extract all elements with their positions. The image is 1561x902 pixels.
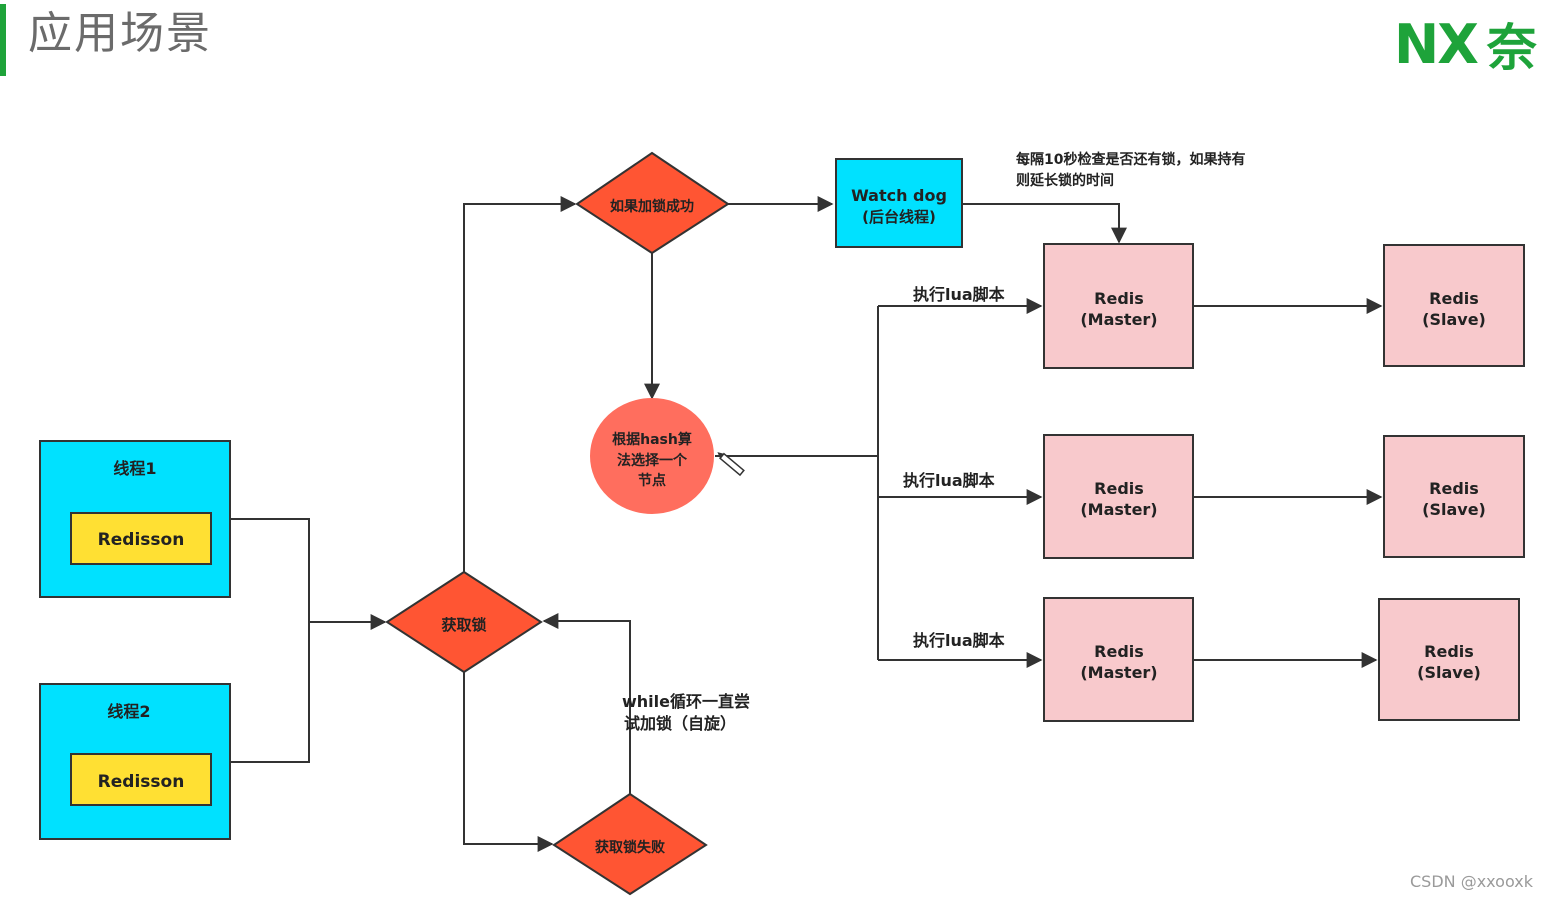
redisson2-label: Redisson	[98, 772, 185, 792]
lock-success-label: 如果加锁成功	[610, 198, 694, 215]
master1-line2: (Master)	[1080, 310, 1157, 329]
lock-fail-label: 获取锁失败	[595, 839, 666, 856]
edge-fail-retry	[542, 613, 631, 794]
pencil-cursor-icon	[717, 452, 745, 477]
master3-line1: Redis	[1094, 642, 1144, 661]
watchdog-box: Watch dog (后台线程)	[835, 158, 963, 248]
redisson1-box	[70, 512, 212, 565]
retry-note-line2: 试加锁（自旋）	[624, 714, 736, 733]
redisson2-box	[70, 753, 212, 806]
lua-label-2: 执行lua脚本	[903, 471, 995, 490]
edge-thread1-acquire	[230, 518, 310, 622]
edge-watchdog-master	[962, 203, 1127, 244]
thread2-box: 线程2 Redisson	[39, 683, 231, 840]
watchdog-line2: (后台线程)	[862, 208, 936, 226]
master3-line2: (Master)	[1080, 663, 1157, 682]
hash-node-line2: 法选择一个	[617, 452, 688, 469]
redis-slave-3: Redis (Slave)	[1378, 598, 1520, 721]
master2-line1: Redis	[1094, 479, 1144, 498]
slave3-line2: (Slave)	[1417, 663, 1481, 682]
master1-line1: Redis	[1094, 289, 1144, 308]
slave2-line2: (Slave)	[1422, 500, 1486, 519]
slave1-line2: (Slave)	[1422, 310, 1486, 329]
title-accent-bar	[0, 4, 6, 76]
page-title: 应用场景	[28, 8, 212, 59]
hash-node-line3: 节点	[638, 472, 666, 489]
logo-char: 奈	[1486, 19, 1537, 77]
acquire-lock-label: 获取锁	[441, 616, 486, 634]
acquire-lock-diamond: 获取锁	[385, 570, 543, 674]
thread1-label: 线程1	[113, 459, 156, 478]
slave1-line1: Redis	[1429, 289, 1479, 308]
thread2-label: 线程2	[107, 702, 150, 721]
brand-logo: NX 奈	[1394, 12, 1537, 78]
master2-line2: (Master)	[1080, 500, 1157, 519]
redis-master-1: Redis (Master)	[1043, 243, 1194, 369]
retry-note-line1: while循环一直尝	[622, 692, 750, 711]
connectors	[230, 196, 1383, 852]
watchdog-note: 每隔10秒检查是否还有锁，如果持有 则延长锁的时间	[1016, 151, 1245, 189]
watchdog-line1: Watch dog	[851, 186, 947, 205]
lua-label-3: 执行lua脚本	[913, 631, 1005, 650]
slave2-line1: Redis	[1429, 479, 1479, 498]
lua-label-1: 执行lua脚本	[913, 285, 1005, 304]
logo-mark: NX	[1394, 12, 1479, 76]
retry-note: while循环一直尝 试加锁（自旋）	[622, 692, 750, 733]
watchdog-note-line1: 每隔10秒检查是否还有锁，如果持有	[1016, 151, 1245, 168]
edge-acquire-fail	[463, 672, 554, 852]
lock-success-diamond: 如果加锁成功	[575, 151, 730, 255]
hash-node-line1: 根据hash算	[612, 431, 692, 448]
redis-slave-2: Redis (Slave)	[1383, 435, 1525, 558]
lock-fail-diamond: 获取锁失败	[552, 792, 708, 896]
hash-node-circle: 根据hash算 法选择一个 节点	[590, 398, 714, 514]
watchdog-note-line2: 则延长锁的时间	[1016, 172, 1114, 189]
redis-master-2: Redis (Master)	[1043, 434, 1194, 559]
watermark: CSDN @xxooxk	[1410, 872, 1533, 891]
edge-thread2-acquire	[230, 614, 387, 763]
redisson1-label: Redisson	[98, 530, 185, 550]
redis-slave-1: Redis (Slave)	[1383, 244, 1525, 367]
edge-acquire-success	[463, 196, 577, 572]
redis-master-3: Redis (Master)	[1043, 597, 1194, 722]
slave3-line1: Redis	[1424, 642, 1474, 661]
thread1-box: 线程1 Redisson	[39, 440, 231, 598]
